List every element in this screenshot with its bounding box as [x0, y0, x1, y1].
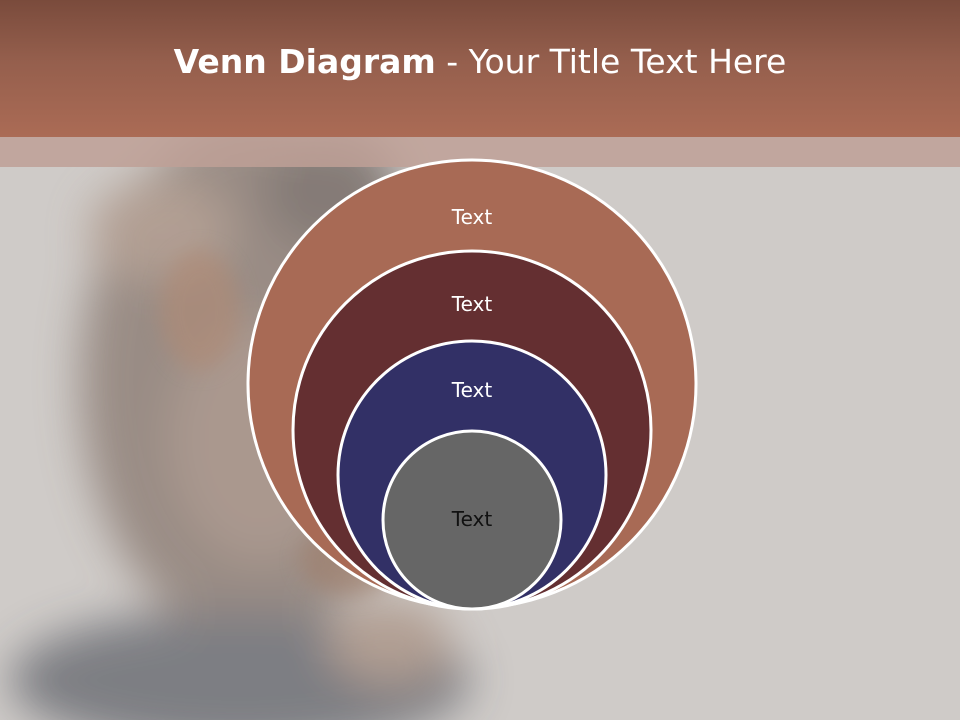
title-bar	[0, 0, 960, 137]
slide-title-rest: - Your Title Text Here	[435, 42, 787, 81]
venn-label-1: Text	[451, 205, 493, 229]
venn-label-3: Text	[451, 378, 493, 402]
venn-label-2: Text	[451, 292, 493, 316]
slide-title-bold: Venn Diagram	[173, 42, 436, 81]
slide-title: Venn Diagram - Your Title Text Here	[0, 40, 960, 84]
venn-label-4: Text	[451, 507, 493, 531]
venn-circle-4[interactable]	[381, 429, 563, 611]
